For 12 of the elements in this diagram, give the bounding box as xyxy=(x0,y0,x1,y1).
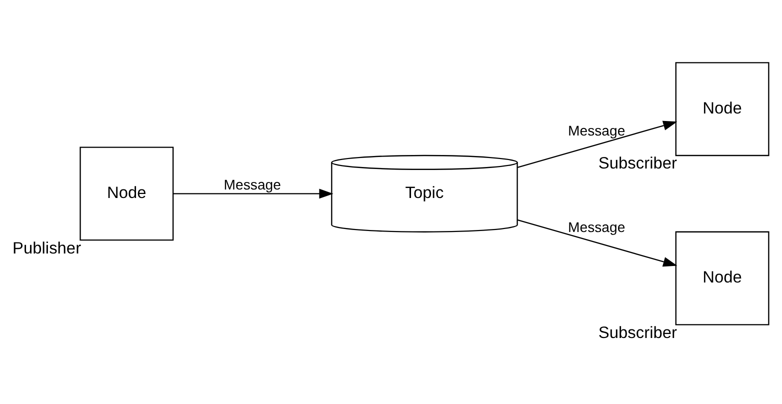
arrow xyxy=(517,218,678,266)
edge-label: Message xyxy=(568,218,626,234)
edge-label: Message xyxy=(224,176,281,192)
node-label: Subscriber xyxy=(598,154,677,172)
arrow xyxy=(517,120,678,168)
node-box: Node xyxy=(675,230,770,325)
node-label: Publisher xyxy=(12,238,82,257)
edge-label: Message xyxy=(568,122,626,138)
node-label: Subscriber xyxy=(598,323,677,342)
arrow xyxy=(173,188,334,198)
node-box: Node xyxy=(675,62,770,156)
node-box: Node xyxy=(80,146,174,240)
